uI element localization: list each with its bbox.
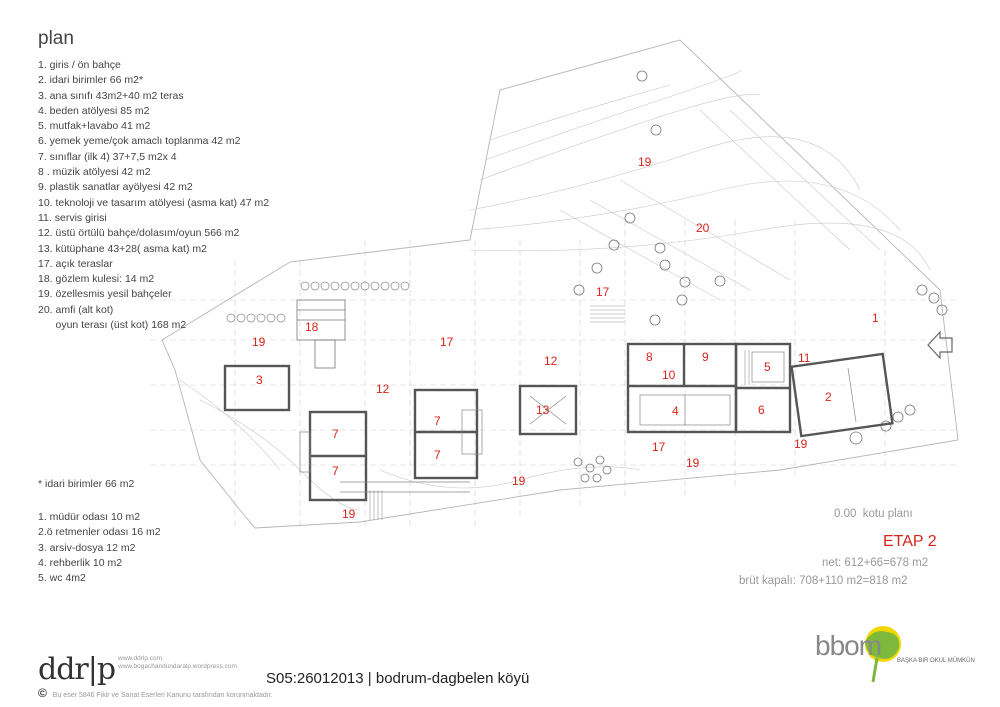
legend-item: 7. sınıflar (ilk 4) 37+7,5 m2x 4 bbox=[38, 150, 177, 163]
legend-item: 13. kütüphane 43+28( asma kat) m2 bbox=[38, 242, 207, 255]
bbom-tagline: BAŞKA BIR OKUL MÜMKÜN bbox=[897, 658, 975, 664]
bbom-logo: bbom BAŞKA BIR OKUL MÜMKÜN bbox=[815, 622, 975, 692]
legend-item: 12. üstü örtülü bahçe/dolasım/oyun 566 m… bbox=[38, 227, 240, 240]
legend-item: 18. gözlem kulesi: 14 m2 bbox=[38, 273, 155, 286]
location-text: | bodrum-dagbelen köyü bbox=[367, 670, 530, 687]
label-6: 6 bbox=[758, 403, 765, 417]
label-7d: 7 bbox=[434, 448, 441, 462]
admin-item: 4. rehberlik 10 m2 bbox=[38, 556, 123, 569]
label-19b: 19 bbox=[252, 335, 266, 349]
building-13 bbox=[518, 384, 578, 436]
ddrlp-logo: ddr|p bbox=[38, 652, 116, 687]
plan-labels: 1 2 3 4 5 6 7 7 7 7 8 9 10 11 12 12 13 1… bbox=[252, 155, 879, 521]
legend-item: 4. beden atölyesi 85 m2 bbox=[38, 104, 150, 117]
copyright-icon: © bbox=[38, 686, 47, 700]
code-date: 26012013 bbox=[296, 670, 364, 687]
building-3 bbox=[223, 364, 291, 412]
trees bbox=[573, 70, 948, 483]
legend-item: 11. servis girisi bbox=[38, 211, 107, 224]
label-7b: 7 bbox=[332, 464, 339, 478]
copyright-line: © Bu eser 5846 Fikir ve Sanat Eserleri K… bbox=[38, 686, 273, 700]
entrance-arrow-icon bbox=[927, 330, 953, 360]
drawing-code: S05:26012013 | bodrum-dagbelen köyü bbox=[266, 670, 529, 687]
label-5: 5 bbox=[764, 360, 771, 374]
building-walls bbox=[223, 342, 894, 502]
code-prefix: S05: bbox=[266, 670, 297, 687]
legend-item: 1. giris / ön bahçe bbox=[38, 59, 121, 71]
label-7c: 7 bbox=[434, 414, 441, 428]
label-17c: 17 bbox=[652, 440, 666, 454]
plan-grid bbox=[150, 220, 960, 530]
label-10: 10 bbox=[662, 368, 676, 382]
legend-item: 9. plastik sanatlar ayölyesi 42 m2 bbox=[38, 181, 193, 194]
label-9: 9 bbox=[702, 350, 709, 364]
label-17b: 17 bbox=[440, 335, 454, 349]
label-12b: 12 bbox=[376, 382, 390, 396]
legend-item: 20. amfi (alt kot) bbox=[38, 303, 114, 316]
legend-item: oyun terası (üst kot) 168 m2 bbox=[38, 319, 187, 332]
label-18: 18 bbox=[305, 320, 319, 334]
gross-area: brüt kapalı: 708+110 m2=818 m2 bbox=[739, 575, 908, 587]
page-title: plan bbox=[38, 28, 74, 49]
label-20: 20 bbox=[696, 221, 710, 235]
admin-item: 1. müdür odası 10 m2 bbox=[38, 511, 141, 523]
admin-item: 5. wc 4m2 bbox=[38, 572, 86, 585]
bbom-logo-graphic bbox=[865, 626, 901, 683]
label-12a: 12 bbox=[544, 354, 558, 368]
contour-lines bbox=[179, 69, 931, 511]
label-3: 3 bbox=[256, 373, 263, 387]
legend-item: 10. teknoloji ve tasarım atölyesi (asma … bbox=[38, 196, 270, 209]
label-13: 13 bbox=[536, 403, 550, 417]
footer-url-2: www.bogachandundaralp.wordpress.com bbox=[118, 663, 237, 670]
observation-tower bbox=[296, 299, 346, 369]
label-2: 2 bbox=[825, 390, 832, 404]
etap-label: ETAP 2 bbox=[883, 533, 937, 550]
level-label: 0.00 kotu planı bbox=[834, 508, 913, 520]
label-8: 8 bbox=[646, 350, 653, 364]
building-admin bbox=[790, 352, 894, 438]
admin-item: 2.ö retmenler odası 16 m2 bbox=[38, 526, 161, 539]
building-details bbox=[299, 351, 857, 493]
label-19f: 19 bbox=[342, 507, 356, 521]
legend-item: 2. idari birimler 66 m2* bbox=[38, 74, 144, 87]
legend-item: 19. özellesmis yesil bahçeler bbox=[38, 288, 172, 301]
legend-item: 3. ana sınıfı 43m2+40 m2 teras bbox=[38, 89, 184, 102]
label-19c: 19 bbox=[686, 456, 700, 470]
admin-item: 3. arsiv-dosya 12 m2 bbox=[38, 541, 136, 554]
label-1: 1 bbox=[872, 311, 879, 325]
building-workshops bbox=[626, 342, 738, 434]
admin-note: * idari birimler 66 m2 bbox=[38, 478, 135, 490]
label-7a: 7 bbox=[332, 427, 339, 441]
stairs bbox=[369, 305, 750, 520]
label-17a: 17 bbox=[596, 285, 610, 299]
footer-urls: www.ddrlp.com www.bogachandundaralp.word… bbox=[118, 655, 237, 671]
label-19a: 19 bbox=[638, 155, 652, 169]
tree-row bbox=[226, 281, 410, 323]
building-7b bbox=[413, 388, 479, 480]
footer-url-1: www.ddrlp.com bbox=[118, 655, 163, 662]
label-11: 11 bbox=[798, 351, 811, 365]
legend-item: 8 . müzik atölyesi 42 m2 bbox=[38, 166, 151, 179]
legend-item: 17. açık teraslar bbox=[38, 257, 113, 270]
legend-item: 5. mutfak+lavabo 41 m2 bbox=[38, 120, 151, 133]
label-4: 4 bbox=[672, 404, 679, 418]
net-area: net: 612+66=678 m2 bbox=[822, 557, 929, 569]
bbom-wordmark: bbom bbox=[815, 630, 882, 661]
copyright-text: Bu eser 5846 Fikir ve Sanat Eserleri Kan… bbox=[52, 692, 273, 699]
legend-item: 6. yemek yeme/çok amaclı toplanma 42 m2 bbox=[38, 135, 241, 148]
label-19e: 19 bbox=[512, 474, 526, 488]
admin-list: 1. müdür odası 10 m2 2.ö retmenler odası… bbox=[38, 510, 161, 586]
site-boundary bbox=[161, 39, 959, 529]
label-19d: 19 bbox=[794, 437, 808, 451]
room-legend: 1. giris / ön bahçe 2. idari birimler 66… bbox=[38, 58, 269, 333]
